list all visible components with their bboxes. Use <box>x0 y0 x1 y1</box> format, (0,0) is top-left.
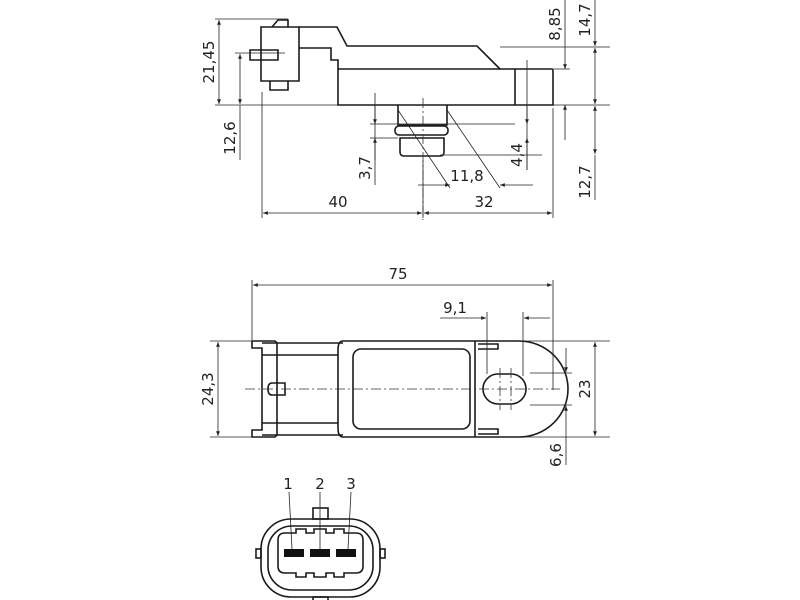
top-view: 75 9,1 24,3 23 6,6 <box>199 265 610 467</box>
dim-21-45: 21,45 <box>200 41 218 84</box>
dim-75: 75 <box>388 265 407 283</box>
pin-3 <box>336 549 356 557</box>
dim-14-7: 14,7 <box>576 3 594 36</box>
dim-24-3: 24,3 <box>199 372 217 405</box>
pin-1 <box>284 549 304 557</box>
pin-label-3: 3 <box>346 475 356 493</box>
dim-9-1: 9,1 <box>443 299 467 317</box>
pin-label-1: 1 <box>283 475 293 493</box>
dim-12-7: 12,7 <box>576 165 594 198</box>
dim-3-7: 3,7 <box>356 156 374 180</box>
dim-40: 40 <box>328 193 347 211</box>
pin-label-2: 2 <box>315 475 325 493</box>
dim-6-6: 6,6 <box>547 443 565 467</box>
side-view: 21,45 12,6 3,7 11,8 4,4 8,85 14,7 12,7 4… <box>200 0 610 220</box>
connector-view: 1 2 3 <box>255 475 386 600</box>
dim-4-4: 4,4 <box>508 143 526 167</box>
dim-32: 32 <box>474 193 493 211</box>
dim-8-85: 8,85 <box>546 7 564 40</box>
dim-11-8: 11,8 <box>450 167 483 185</box>
dim-12-6: 12,6 <box>221 121 239 154</box>
dim-23: 23 <box>576 379 594 398</box>
pin-2 <box>310 549 330 557</box>
